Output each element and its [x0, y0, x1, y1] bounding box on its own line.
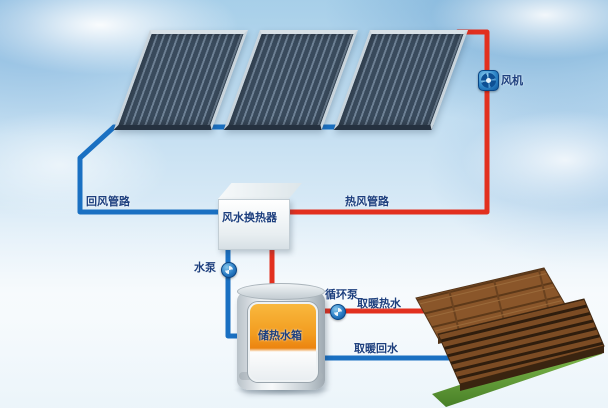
hot-air-pipe: [283, 29, 490, 215]
storage-tank-cap: [237, 283, 325, 300]
label-heating-hot-water: 取暖热水: [357, 298, 401, 310]
label-fan: 风机: [501, 75, 523, 87]
label-hot-air-pipe: 热风管路: [345, 196, 389, 208]
floor-board-front-edge: [460, 346, 604, 391]
label-return-air-pipe: 回风管路: [86, 196, 130, 208]
circulation-pump-icon: [330, 304, 346, 320]
tank-liquid-window: [248, 302, 318, 382]
label-water-pump: 水泵: [194, 262, 216, 274]
heat-exchanger-box-top: [218, 183, 302, 199]
water-pump-icon: [221, 262, 237, 278]
label-storage-tank: 储热水箱: [258, 330, 302, 342]
label-heating-return-water: 取暖回水: [354, 343, 398, 355]
label-heat-exchanger: 风水换热器: [222, 212, 277, 224]
label-circulation-pump: 循环泵: [325, 289, 358, 301]
fan-icon: [478, 70, 499, 91]
heat-exchanger-box: [218, 199, 290, 250]
return-air-pipe: [77, 124, 225, 215]
